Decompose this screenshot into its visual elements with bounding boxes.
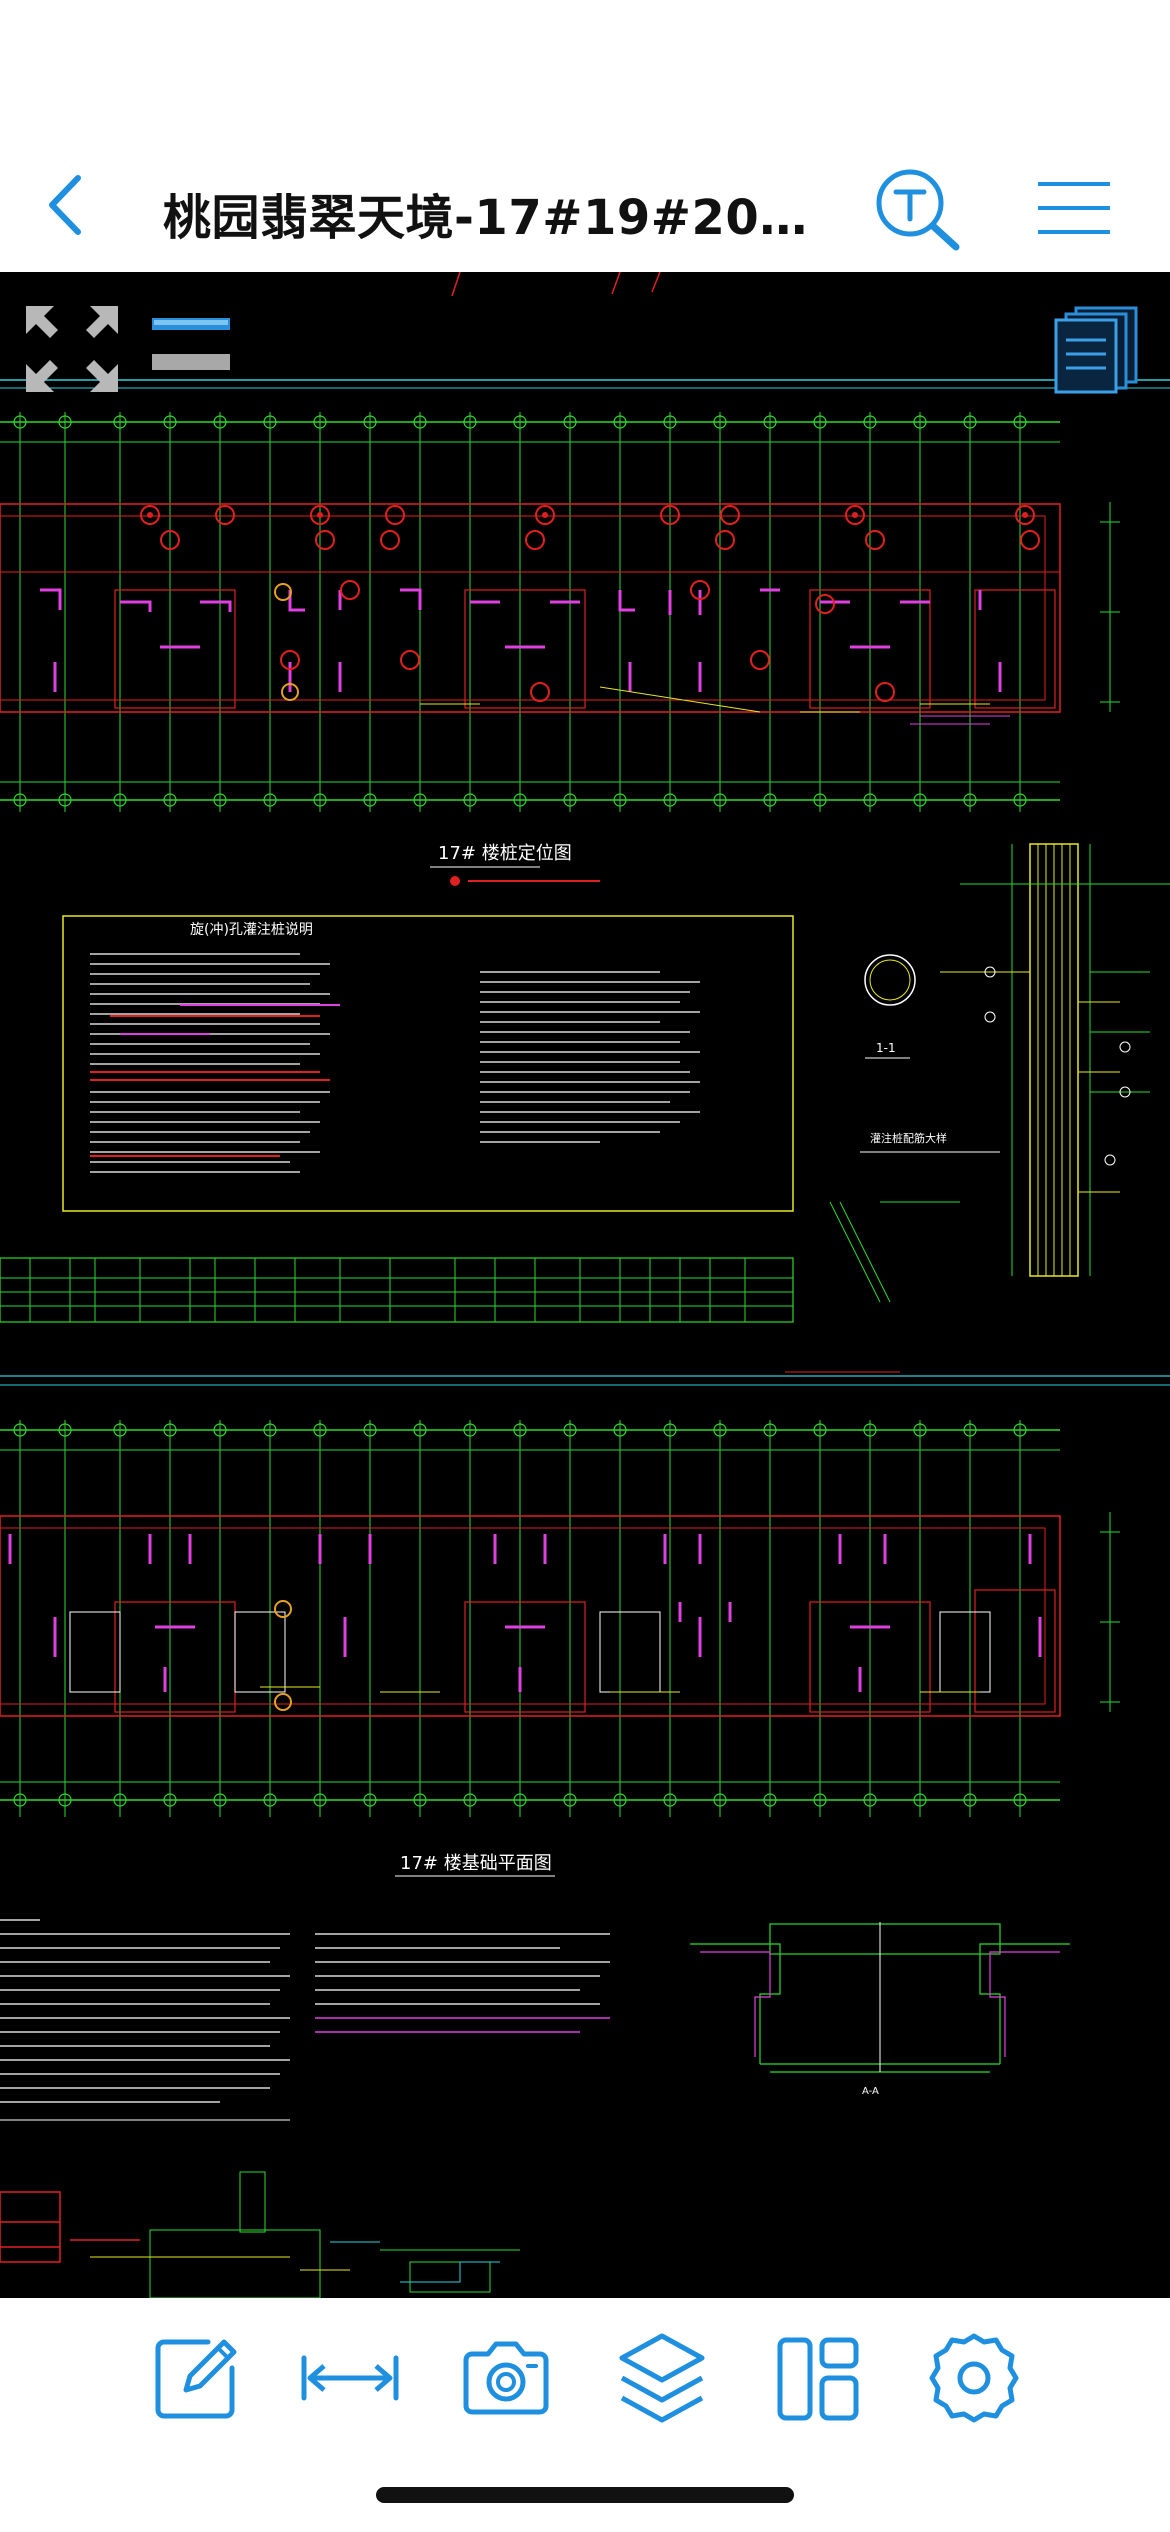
detail-fragments bbox=[0, 2171, 520, 2298]
documents-button[interactable] bbox=[1054, 306, 1140, 394]
layer-toggle-bars[interactable] bbox=[150, 316, 232, 376]
section-1-1-label: 1-1 bbox=[876, 1041, 896, 1055]
chevron-left-icon bbox=[49, 175, 81, 235]
layout-button[interactable] bbox=[768, 2328, 868, 2428]
plan2-title: 17# 楼基础平面图 bbox=[400, 1853, 552, 1874]
measure-distance-icon bbox=[301, 2355, 399, 2401]
text-search-icon bbox=[876, 169, 960, 251]
document-title: 桃园翡翠天境-17#19#20#... bbox=[163, 190, 823, 246]
cad-drawing-canvas[interactable]: 17# 楼桩定位图 旋(冲)孔灌注桩说明 bbox=[0, 272, 1170, 2298]
camera-icon bbox=[463, 2341, 549, 2415]
edit-pencil-icon bbox=[155, 2339, 237, 2419]
settings-gear-icon bbox=[929, 2333, 1019, 2423]
fullscreen-arrows-icon bbox=[26, 306, 118, 392]
foundation-plan bbox=[0, 1420, 1120, 1817]
fullscreen-button[interactable] bbox=[24, 304, 120, 394]
layout-panels-icon bbox=[777, 2337, 859, 2421]
screenshot-button[interactable] bbox=[456, 2328, 556, 2428]
measure-button[interactable] bbox=[300, 2328, 400, 2428]
pile-reinforcement-detail: 1-1 灌注桩配筋大样 bbox=[829, 843, 1170, 1303]
foundation-notes bbox=[0, 1919, 610, 2103]
cad-drawing: 17# 楼桩定位图 旋(冲)孔灌注桩说明 bbox=[0, 272, 1170, 2298]
plan1-title: 17# 楼桩定位图 bbox=[438, 843, 572, 864]
hamburger-menu-icon bbox=[1038, 182, 1110, 234]
plan1-title-group: 17# 楼桩定位图 bbox=[430, 843, 600, 886]
annotate-button[interactable] bbox=[146, 2328, 246, 2428]
layers-icon bbox=[619, 2333, 705, 2423]
home-indicator[interactable] bbox=[376, 2487, 794, 2503]
section-aa-detail: A-A bbox=[690, 1922, 1070, 2097]
notes-title: 旋(冲)孔灌注桩说明 bbox=[190, 921, 313, 938]
nav-header: 桃园翡翠天境-17#19#20#... bbox=[0, 0, 1170, 272]
layers-button[interactable] bbox=[612, 2328, 712, 2428]
pile-table bbox=[0, 1257, 794, 1323]
settings-button[interactable] bbox=[924, 2328, 1024, 2428]
pile-layout-plan bbox=[0, 412, 1120, 812]
plan2-title-group: 17# 楼基础平面图 bbox=[395, 1853, 555, 1877]
menu-button[interactable] bbox=[1034, 178, 1114, 238]
document-stack-icon bbox=[1054, 306, 1138, 394]
text-search-button[interactable] bbox=[872, 165, 966, 253]
detail-label: 灌注桩配筋大样 bbox=[870, 1131, 947, 1145]
back-button[interactable] bbox=[40, 170, 100, 240]
layer-toggle-icon bbox=[152, 318, 230, 370]
section-aa-label: A-A bbox=[862, 2086, 879, 2097]
pile-notes-box: 旋(冲)孔灌注桩说明 bbox=[62, 915, 794, 1212]
